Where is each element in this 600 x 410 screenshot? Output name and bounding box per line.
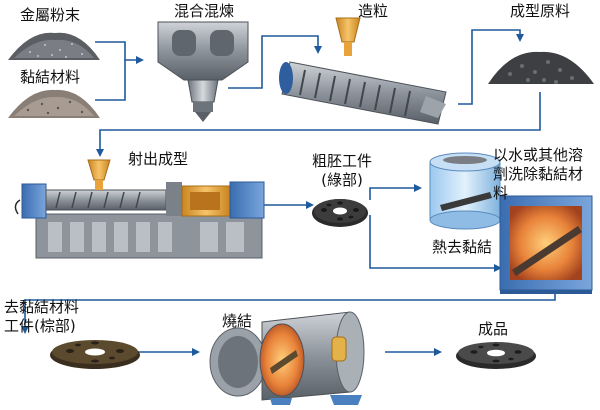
arrow-mixer-to-granulator [228,35,322,89]
flow-arrows [21,29,556,356]
label-sintering: 燒結 [222,312,253,330]
label-mixing: 混合混煉 [174,2,235,20]
injection-machine-icon [14,159,265,259]
extruder-icon [279,17,447,125]
green-part-icon [312,199,368,227]
label-brown-part-line2: 工件(棕部) [4,317,76,335]
arrow-powder-to-mixer [95,41,144,64]
brown-part-icon [50,340,140,369]
label-feedstock: 成型原料 [510,2,571,20]
debind-oven-icon [499,195,593,294]
feedstock-pile-icon [488,51,594,84]
label-injection-molding: 射出成型 [128,150,189,168]
label-brown-part-line1: 去黏結材料 [4,298,80,316]
label-thermal-debind: 熱去黏結 [432,238,493,256]
arrow-granulator-to-feedstock [458,29,524,105]
label-brown-part: 去黏結材料 工件(棕部) [4,298,114,336]
arrow-greenpart-to-solvent [369,184,422,200]
binder-pile-icon [8,89,100,118]
label-solvent-line2: 劑洗除黏結材 [493,165,584,183]
label-solvent-line1: 以水或其他溶 [493,146,584,164]
label-product: 成品 [478,320,509,338]
label-green-part-line1: 粗胚工件 [311,152,372,170]
arrow-thermal-to-brownpart [21,292,556,334]
label-binder: 黏結材料 [20,68,81,86]
mixer-icon [157,21,249,122]
label-granulation: 造粒 [358,2,389,20]
sintering-furnace-icon [209,311,365,405]
label-solvent-line3: 料 [493,184,509,202]
label-green-part: 粗胚工件 (綠部) [302,152,382,190]
arrow-feedstock-to-injection [96,92,541,157]
solvent-tank-icon [429,152,501,230]
label-metal-powder: 金屬粉末 [20,6,81,24]
powder-pile-icon [8,32,100,60]
label-solvent-wash: 以水或其他溶 劑洗除黏結材 料 [493,146,599,203]
arrow-binder-to-mixer [95,60,126,101]
arrow-greenpart-to-thermal [369,215,502,272]
label-green-part-line2: (綠部) [321,171,363,189]
gear-part-icon [456,342,536,369]
